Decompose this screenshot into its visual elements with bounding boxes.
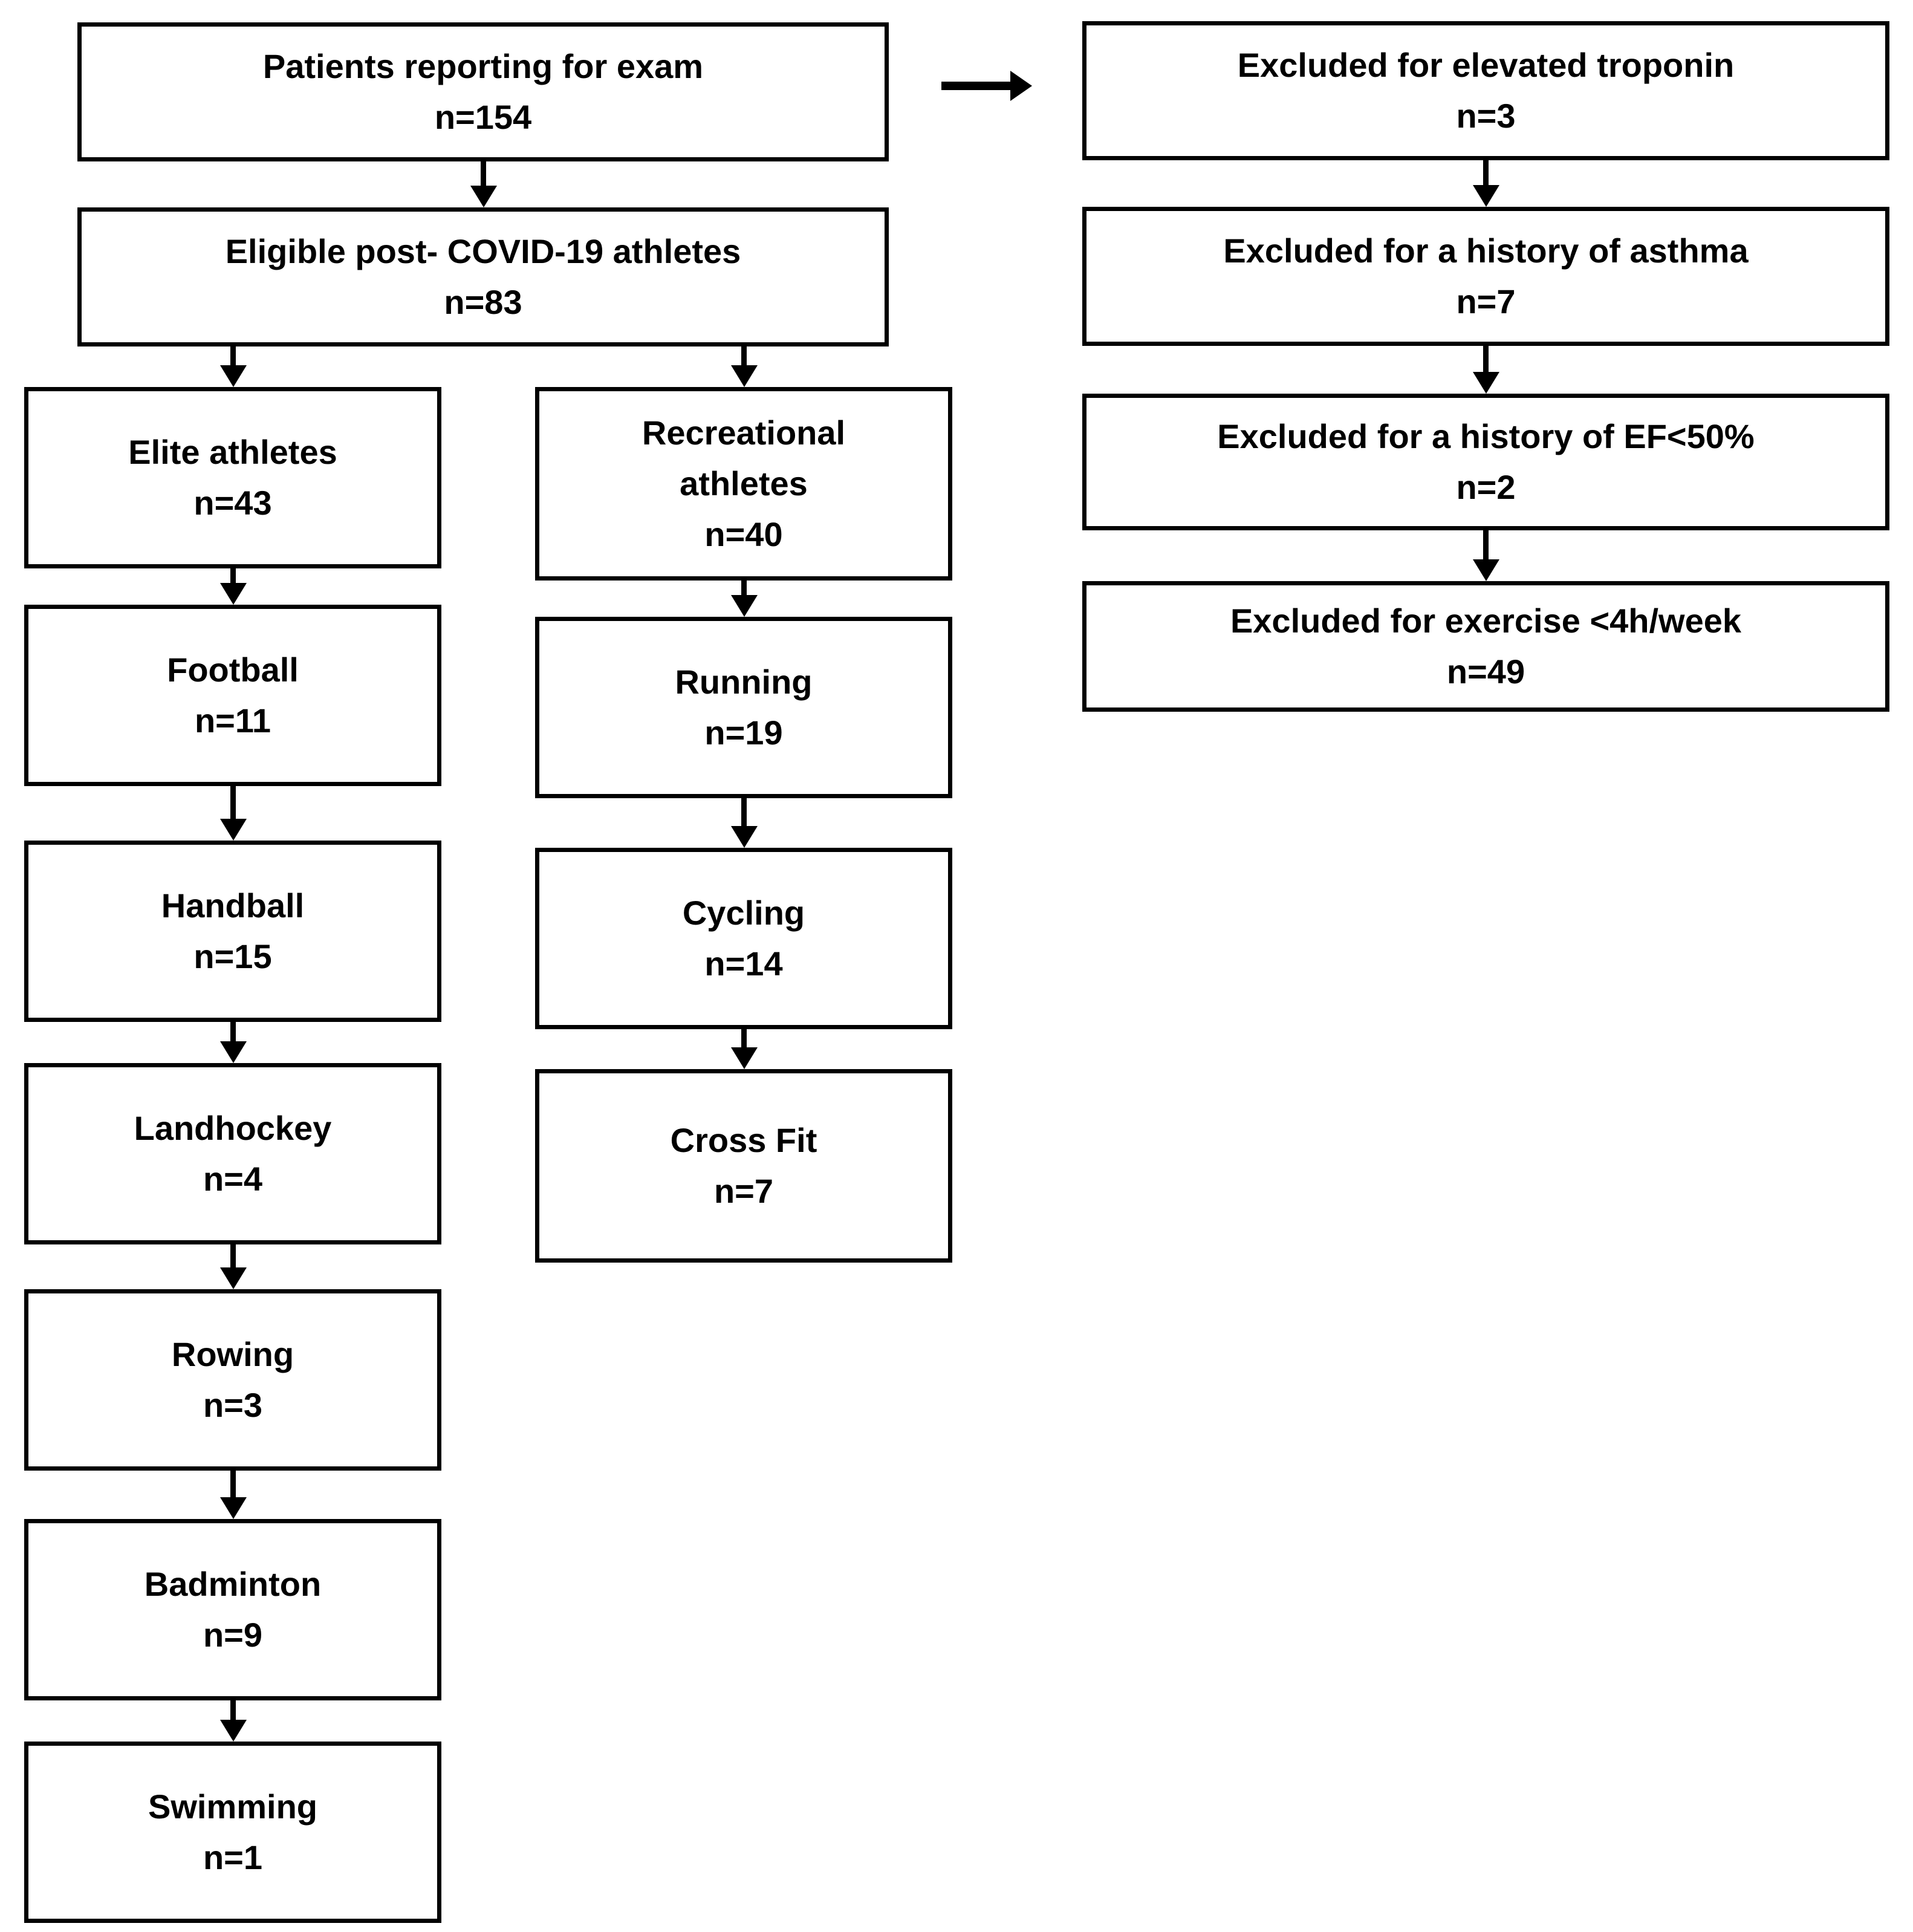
arrow-badminton-to-swimming (230, 1700, 236, 1720)
node-excluded-asthma: Excluded for a history of asthma n=7 (1082, 207, 1889, 346)
node-crossfit-label: Cross Fit (670, 1121, 817, 1159)
node-landhockey: Landhockey n=4 (24, 1063, 441, 1244)
node-excluded-asthma-label: Excluded for a history of asthma (1223, 232, 1749, 270)
node-handball-count: n=15 (193, 937, 272, 975)
node-handball-label: Handball (161, 886, 305, 925)
node-eligible-label: Eligible post- COVID-19 athletes (225, 232, 741, 270)
node-cycling-label: Cycling (682, 894, 805, 932)
node-excluded-ef: Excluded for a history of EF<50% n=2 (1082, 394, 1889, 530)
node-cycling: Cycling n=14 (535, 848, 952, 1029)
arrow-ef-to-exercise (1483, 530, 1489, 559)
arrow-rowing-to-badminton (230, 1471, 236, 1497)
arrow-running-to-cycling (741, 798, 747, 826)
node-elite-athletes-label: Elite athletes (128, 433, 337, 471)
node-patients-count: n=154 (434, 98, 532, 136)
node-patients-label: Patients reporting for exam (262, 47, 704, 85)
node-elite-athletes-count: n=43 (193, 484, 272, 522)
node-rowing-label: Rowing (171, 1335, 294, 1373)
arrow-football-to-handball (230, 786, 236, 819)
node-excluded-troponin-count: n=3 (1456, 97, 1516, 135)
node-recreational-athletes-count: n=40 (704, 515, 783, 553)
node-running-label: Running (675, 663, 813, 701)
node-football: Football n=11 (24, 605, 441, 786)
node-patients: Patients reporting for exam n=154 (77, 22, 889, 161)
node-crossfit-count: n=7 (713, 1172, 774, 1210)
node-cycling-count: n=14 (704, 945, 783, 983)
node-excluded-troponin: Excluded for elevated troponin n=3 (1082, 21, 1889, 160)
arrow-handball-to-landhockey (230, 1022, 236, 1041)
arrow-eligible-to-recreational (741, 346, 747, 365)
node-excluded-exercise-count: n=49 (1446, 652, 1525, 691)
node-excluded-exercise-label: Excluded for exercise <4h/week (1230, 602, 1742, 640)
node-eligible: Eligible post- COVID-19 athletes n=83 (77, 207, 889, 346)
node-badminton-count: n=9 (203, 1616, 263, 1654)
arrow-recreational-to-running (741, 581, 747, 595)
arrow-patients-to-eligible (481, 161, 486, 186)
arrow-patients-to-excluded-troponin (941, 82, 1010, 90)
node-swimming-label: Swimming (148, 1787, 318, 1826)
node-elite-athletes: Elite athletes n=43 (24, 387, 441, 568)
node-crossfit: Cross Fit n=7 (535, 1069, 952, 1263)
arrow-cycling-to-crossfit (741, 1029, 747, 1047)
node-swimming: Swimming n=1 (24, 1742, 441, 1923)
node-landhockey-label: Landhockey (134, 1109, 332, 1147)
arrow-troponin-to-asthma (1483, 160, 1489, 185)
node-landhockey-count: n=4 (203, 1160, 263, 1198)
node-running: Running n=19 (535, 617, 952, 798)
node-excluded-exercise: Excluded for exercise <4h/week n=49 (1082, 581, 1889, 712)
node-excluded-ef-count: n=2 (1456, 468, 1516, 506)
node-rowing: Rowing n=3 (24, 1289, 441, 1471)
node-excluded-ef-label: Excluded for a history of EF<50% (1217, 417, 1755, 455)
node-recreational-athletes: Recreational athletes n=40 (535, 387, 952, 581)
node-badminton-label: Badminton (144, 1565, 322, 1603)
node-running-count: n=19 (704, 714, 783, 752)
node-rowing-count: n=3 (203, 1386, 263, 1424)
arrow-landhockey-to-rowing (230, 1244, 236, 1267)
node-excluded-troponin-label: Excluded for elevated troponin (1237, 46, 1735, 84)
arrow-elite-to-football (230, 568, 236, 583)
node-football-count: n=11 (194, 701, 271, 740)
node-swimming-count: n=1 (203, 1838, 263, 1876)
node-handball: Handball n=15 (24, 841, 441, 1022)
arrow-eligible-to-elite (230, 346, 236, 365)
node-recreational-athletes-label: Recreational athletes (641, 414, 846, 503)
node-excluded-asthma-count: n=7 (1456, 282, 1516, 320)
node-eligible-count: n=83 (444, 283, 522, 321)
node-badminton: Badminton n=9 (24, 1519, 441, 1700)
node-football-label: Football (167, 651, 299, 689)
arrow-asthma-to-ef (1483, 346, 1489, 372)
